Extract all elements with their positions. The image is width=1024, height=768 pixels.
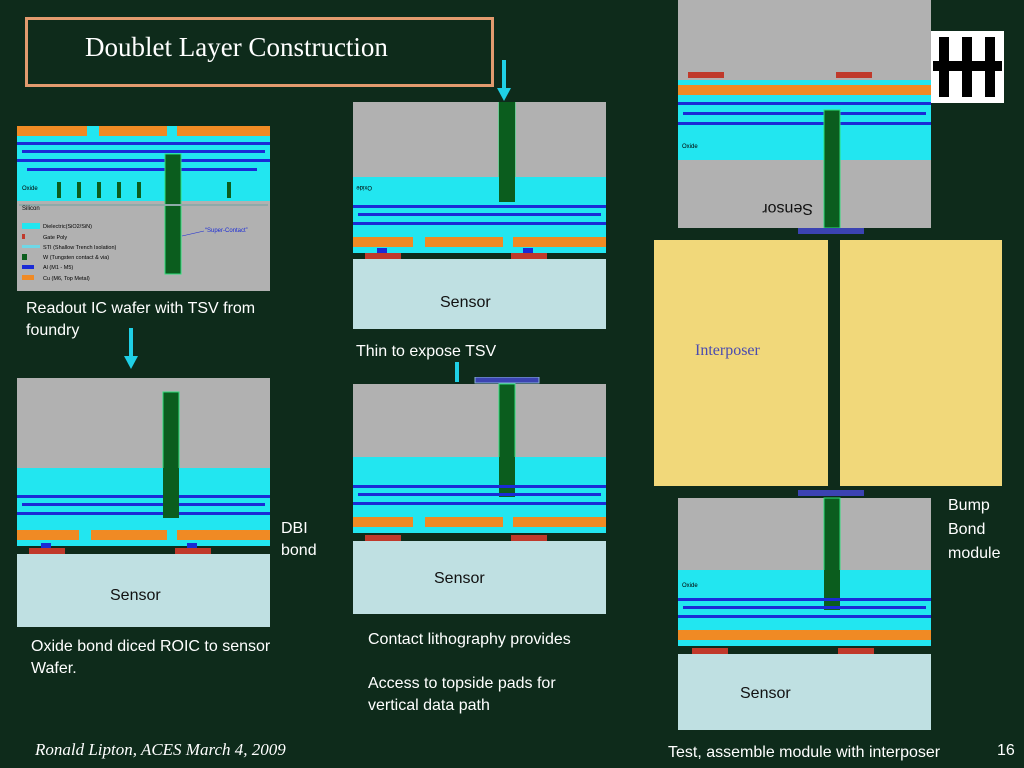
sensor-label-6: Sensor bbox=[740, 685, 791, 702]
super-contact-label: “Super-Contact” bbox=[205, 228, 248, 234]
caption-bump: Bump Bond module bbox=[948, 497, 1001, 562]
slide-title: Doublet Layer Construction bbox=[85, 32, 388, 62]
legend-swatch-gate-poly bbox=[22, 234, 25, 239]
legend-swatch-dielectric bbox=[22, 223, 40, 229]
fermilab-logo bbox=[931, 31, 1004, 103]
sensor-label-4: Sensor bbox=[434, 570, 485, 587]
arrow-head-icon bbox=[497, 88, 511, 101]
caption-contact-2: Access to topside pads for vertical data… bbox=[368, 675, 556, 714]
sensor-label-3: Sensor bbox=[110, 587, 161, 604]
oxide-bond-diagram bbox=[17, 378, 270, 627]
legend-swatch-cu bbox=[22, 275, 34, 280]
legend-label-al: Al (M1 - M5) bbox=[43, 265, 73, 271]
caption-contact-1: Contact lithography provides bbox=[368, 631, 571, 648]
contact-lithography-diagram bbox=[353, 377, 606, 614]
arrow-down-1 bbox=[129, 328, 133, 360]
interposer-label: Interposer bbox=[695, 342, 760, 359]
caption-oxide-bond: Oxide bond diced ROIC to sensor Wafer. bbox=[31, 638, 271, 677]
legend-label-tungsten: W (Tungsten contact & via) bbox=[43, 255, 109, 261]
legend-label-cu: Cu (M6, Top Metal) bbox=[43, 276, 90, 282]
caption-test: Test, assemble module with interposer bbox=[668, 744, 941, 761]
legend-label-sti: STI (Shallow Trench Isolation) bbox=[43, 245, 117, 251]
legend-swatch-sti bbox=[22, 245, 40, 248]
legend-swatch-al bbox=[22, 265, 34, 269]
footer-author: Ronald Lipton, ACES March 4, 2009 bbox=[35, 740, 286, 759]
flipped-module-diagram: Oxide Sensor bbox=[678, 0, 931, 234]
page-number: 16 bbox=[997, 742, 1015, 759]
caption-dbi: DBI bond bbox=[281, 520, 317, 559]
arrow-head-icon bbox=[124, 356, 138, 369]
legend-label-dielectric: Dielectric(SiO2/SiN) bbox=[43, 224, 92, 230]
thinned-wafer-diagram: Oxide bbox=[353, 102, 606, 329]
sensor-label-2: Sensor bbox=[440, 294, 491, 311]
material-legend: Dielectric(SiO2/SiN) Gate Poly STI (Shal… bbox=[22, 223, 117, 282]
silicon-label: Silicon bbox=[22, 206, 40, 212]
oxide-label-top: Oxide bbox=[682, 144, 698, 150]
caption-readout: Readout IC wafer with TSV from foundry bbox=[26, 300, 256, 339]
oxide-label-bottom: Oxide bbox=[682, 583, 698, 589]
sensor-label-flipped: Sensor bbox=[762, 200, 813, 217]
legend-label-gate-poly: Gate Poly bbox=[43, 235, 67, 241]
arrow-down-3 bbox=[455, 362, 459, 382]
interposer-via bbox=[828, 240, 840, 486]
legend-swatch-tungsten bbox=[22, 254, 27, 260]
oxide-label: Oxide bbox=[22, 186, 38, 192]
arrow-down-2 bbox=[502, 60, 506, 90]
readout-ic-wafer-diagram: Oxide Silicon “Super-Contact” Dielectric… bbox=[17, 126, 270, 291]
title-frame bbox=[25, 17, 494, 87]
bump-bond-module-diagram: Oxide bbox=[678, 490, 931, 730]
caption-thin: Thin to expose TSV bbox=[356, 343, 497, 360]
oxide-label-flipped: Oxide bbox=[356, 184, 372, 190]
